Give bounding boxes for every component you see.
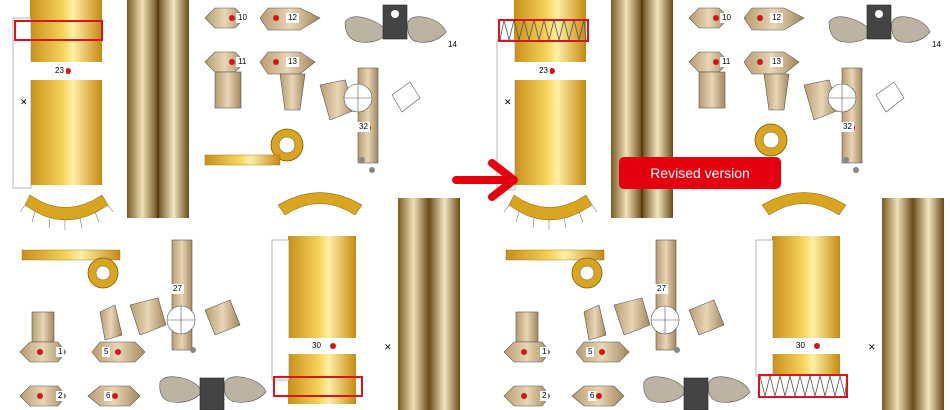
marker-dot: [814, 343, 820, 349]
brass-strip-right: [882, 198, 944, 410]
tube-small-tab: [271, 239, 290, 381]
hex-piece-e: [19, 311, 67, 363]
part-label-arm-bottom: 27: [171, 284, 184, 294]
gear-arc-left-teeth: [19, 204, 114, 230]
revised-version-badge: Revised version: [619, 157, 781, 189]
marker-dot: [549, 68, 555, 74]
gear-arc-left: [24, 194, 109, 221]
tube-small: [772, 236, 840, 376]
hex-piece-h: [571, 385, 625, 407]
part-label-hex-h: 6: [588, 391, 597, 401]
part-label-hex-g: 2: [56, 391, 65, 401]
highlight-box-bottom: [758, 374, 848, 398]
arrow-right-icon: [452, 159, 518, 201]
gear-arc-middle: [277, 192, 363, 216]
part-label-tube-large: 23: [53, 66, 66, 76]
gear-small-top: [270, 128, 304, 162]
part-label-hex-a: 10: [236, 13, 249, 23]
rod-piece-top: [204, 154, 281, 166]
part-label-hex-e: 1: [56, 347, 65, 357]
rod-piece-mid: [505, 249, 605, 261]
part-label-hex-b: 12: [286, 13, 299, 23]
part-label-corner: 14: [446, 40, 459, 50]
gear-arc-left: [508, 194, 593, 221]
arm-piece-top: [803, 67, 905, 173]
part-label-corner: 14: [930, 40, 943, 50]
hex-piece-a: [688, 7, 730, 29]
part-label-arm-bottom: 27: [655, 284, 668, 294]
part-label-hex-a: 10: [720, 13, 733, 23]
part-label-tube-small: 30: [794, 341, 807, 351]
part-label-hex-d: 13: [770, 57, 783, 67]
part-label-hex-h: 6: [104, 391, 113, 401]
part-label-hex-c: 11: [720, 57, 733, 67]
tube-small-tab: [755, 239, 774, 377]
highlight-box-top: [14, 20, 103, 41]
gear-small-mid: [571, 257, 603, 289]
hex-piece-g: [503, 385, 551, 407]
cut-mark: ✕: [868, 342, 876, 352]
tube-large: [30, 0, 102, 185]
revised-sheet: ✕: [484, 0, 949, 410]
part-label-tube-large: 23: [537, 66, 550, 76]
boot-piece-top: [344, 4, 447, 43]
gear-small-top: [754, 123, 788, 157]
highlight-box-bottom: [273, 376, 363, 397]
marker-dot: [330, 343, 336, 349]
part-label-hex-e: 1: [540, 347, 549, 357]
tube-large: [514, 0, 586, 185]
boot-piece-bottom: [159, 376, 267, 410]
cut-mark: ✕: [20, 97, 28, 107]
cut-mark: ✕: [384, 342, 392, 352]
cut-mark: ✕: [504, 97, 512, 107]
arm-piece-top: [319, 67, 421, 173]
hex-piece-c: [204, 51, 246, 109]
highlight-box-top: [498, 19, 589, 42]
gear-arc-middle: [761, 192, 847, 216]
arm-piece-bottom: [613, 239, 725, 353]
part-label-tube-small: 30: [310, 341, 323, 351]
tube-large-tab: [12, 17, 32, 189]
part-label-arm-top: 32: [357, 122, 370, 132]
hex-piece-e: [503, 311, 551, 363]
part-label-hex-d: 13: [286, 57, 299, 67]
original-sheet-drawing: ✕: [12, 0, 460, 410]
arm-piece-bottom: [129, 239, 241, 353]
marker-dot: [65, 68, 71, 74]
original-sheet: ✕: [0, 0, 465, 410]
brass-strip-right: [398, 198, 460, 410]
revised-sheet-drawing: ✕: [496, 0, 944, 410]
part-label-hex-g: 2: [540, 391, 549, 401]
hex-piece-h: [87, 385, 141, 407]
rod-piece-mid: [21, 249, 121, 261]
boot-piece-bottom: [643, 376, 751, 410]
gear-small-mid: [87, 257, 119, 289]
hex-piece-g: [19, 385, 67, 407]
part-label-hex-f: 5: [102, 347, 111, 357]
part-label-hex-c: 11: [236, 57, 249, 67]
part-label-arm-top: 32: [841, 122, 854, 132]
part-label-hex-f: 5: [586, 347, 595, 357]
gear-arc-left-teeth: [503, 204, 598, 230]
boot-piece-top: [828, 4, 931, 43]
part-label-hex-b: 12: [770, 13, 783, 23]
